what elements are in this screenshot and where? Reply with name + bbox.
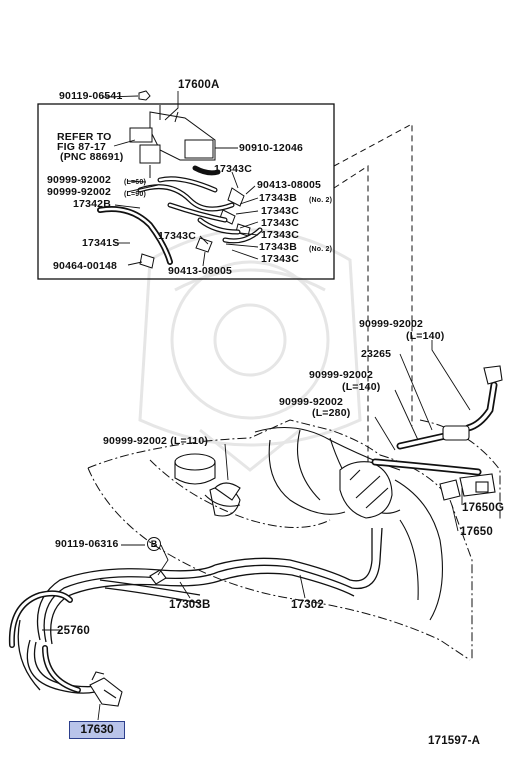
- label-90999-92002-c: 90999-92002: [359, 318, 424, 330]
- label-17343C-d: 17343C: [158, 230, 196, 242]
- label-l280: (L=280): [312, 407, 351, 419]
- label-90910-12046: 90910-12046: [239, 142, 304, 154]
- label-17650G: 17650G: [462, 502, 505, 514]
- label-17343C-f: 17343C: [261, 253, 299, 265]
- leader-lines: [42, 91, 471, 721]
- dashed-leaders: [333, 123, 413, 462]
- label-no2-b: (No. 2): [309, 246, 333, 253]
- label-l140-a: (L=140): [406, 330, 445, 342]
- label-90999-92002-a: 90999-92002: [47, 174, 112, 186]
- label-25760: 25760: [57, 625, 90, 637]
- reference-marker-b: B: [147, 537, 161, 551]
- label-fig: FIG 87-17: [57, 141, 107, 153]
- label-17302: 17302: [291, 599, 324, 611]
- highlighted-part-17630[interactable]: 17630: [69, 721, 125, 739]
- label-17343C-a: 17343C: [214, 163, 252, 175]
- label-l90: (L=90): [124, 191, 147, 198]
- label-90464-00148: 90464-00148: [53, 260, 118, 272]
- label-no2-a: (No. 2): [309, 197, 333, 204]
- watermark-emblem: [138, 228, 362, 472]
- label-l60: (L=60): [124, 179, 147, 186]
- inset-parts: [129, 90, 251, 269]
- label-17343C-c: 17343C: [261, 217, 299, 229]
- label-90119-06316: 90119-06316: [55, 538, 119, 550]
- label-pnc: (PNC 88691): [60, 151, 124, 163]
- label-23265: 23265: [361, 348, 392, 360]
- label-90413-08005-b: 90413-08005: [168, 265, 233, 277]
- pressure-sensor: [89, 671, 123, 707]
- label-17303B: 17303B: [169, 599, 211, 611]
- pipe-bundle: [17, 527, 383, 694]
- engine-body: [174, 427, 444, 621]
- clamp: [149, 482, 241, 585]
- label-90999-92002-e: 90999-92002: [279, 396, 344, 408]
- label-17650: 17650: [460, 526, 493, 538]
- figure-id: 171597-A: [428, 735, 481, 747]
- label-90999-92002-b: 90999-92002: [47, 186, 112, 198]
- label-90119-06541: 90119-06541: [59, 90, 123, 102]
- label-17600A: 17600A: [178, 79, 220, 91]
- pipe-tubes-core: [10, 591, 80, 692]
- label-17343B-b: 17343B: [259, 241, 297, 253]
- label-90999-92002-d: 90999-92002: [309, 369, 374, 381]
- vsv-parts: [439, 365, 503, 501]
- vsv-hoses-core: [373, 383, 496, 474]
- label-17342B: 17342B: [73, 198, 111, 210]
- inset-box: [37, 103, 335, 280]
- engine-outline: [87, 419, 501, 661]
- inset-hoses-core: [98, 177, 262, 264]
- label-17343C-e: 17343C: [261, 229, 299, 241]
- label-refer-to: REFER TO: [57, 131, 112, 143]
- label-90999-92002-f: 90999-92002 (L=110): [103, 435, 209, 447]
- label-90413-08005-a: 90413-08005: [257, 179, 322, 191]
- label-17343C-b: 17343C: [261, 205, 299, 217]
- label-17341S: 17341S: [82, 237, 120, 249]
- label-17343B-a: 17343B: [259, 192, 297, 204]
- label-l140-b: (L=140): [342, 381, 381, 393]
